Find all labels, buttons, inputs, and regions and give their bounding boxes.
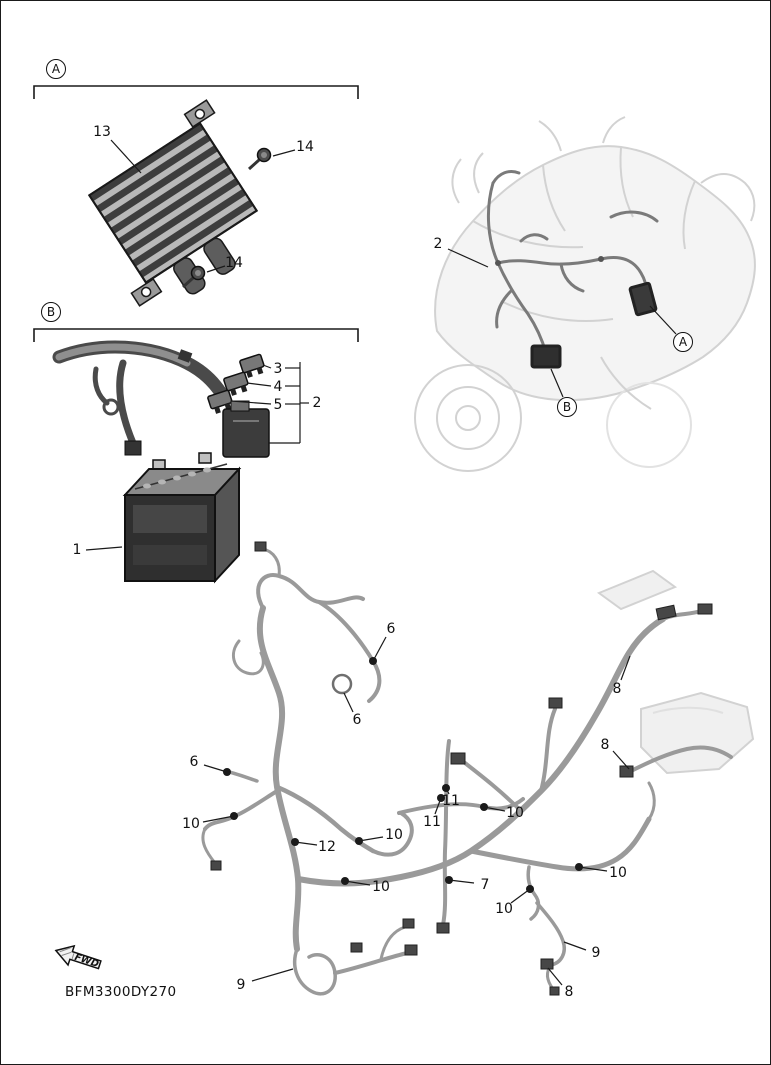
- leader-line-6: [203, 764, 228, 773]
- fuse-callout-bracket: [230, 362, 309, 444]
- fuse-illustrations: [207, 353, 265, 414]
- leader-line-13: [110, 139, 142, 174]
- clamp-mark: [442, 784, 450, 792]
- leader-line-10: [344, 880, 371, 886]
- main-wire-harness-illustration: [201, 541, 733, 996]
- clamp-mark: [291, 838, 299, 846]
- leader-line-9: [563, 941, 587, 951]
- leader-lines: [85, 139, 677, 986]
- leader-line-A: [649, 305, 677, 335]
- leader-line-2: [447, 248, 489, 268]
- leader-line-B: [550, 368, 564, 398]
- clamp-mark: [230, 812, 238, 820]
- leader-line-10: [358, 836, 384, 842]
- leader-line-9: [251, 968, 294, 982]
- clamp-mark: [369, 657, 377, 665]
- section-b-bracket: [33, 328, 359, 342]
- clamp-mark: [437, 794, 445, 802]
- section-b-harness-illustration: [52, 340, 228, 456]
- leader-line-1: [85, 546, 123, 551]
- leader-line-8: [547, 967, 563, 986]
- battery-illustration: [122, 452, 242, 584]
- component-b-illustration: [530, 344, 562, 369]
- clamp-mark: [575, 863, 583, 871]
- leader-line-8: [612, 750, 630, 770]
- fwd-label: FWD: [73, 952, 100, 970]
- leader-line-10: [578, 866, 608, 872]
- clamp-mark: [445, 876, 453, 884]
- clamp-mark: [526, 885, 534, 893]
- clamp-mark: [480, 803, 488, 811]
- bolt-icon: [181, 265, 206, 289]
- leader-line-14: [206, 265, 226, 273]
- leader-line-6: [372, 636, 387, 662]
- drawing-reference-code: BFM3300DY270: [65, 984, 177, 1000]
- harness-connectors: [210, 541, 713, 996]
- starter-relay-illustration: [222, 400, 270, 458]
- clamp-mark: [223, 768, 231, 776]
- leader-line-6: [343, 692, 354, 713]
- leader-line-14: [272, 149, 296, 157]
- ghost-detached-parts: [596, 569, 755, 775]
- component-a-illustration: [628, 281, 658, 317]
- fwd-arrow: FWD: [54, 944, 102, 970]
- clamp-mark: [341, 877, 349, 885]
- leader-line-10: [202, 815, 235, 823]
- bolt-icon: [247, 147, 272, 171]
- leader-line-7: [448, 879, 475, 884]
- section-a-bracket: [33, 85, 359, 99]
- leader-line-8: [620, 655, 631, 681]
- rectifier-assembly-illustration: [87, 99, 272, 307]
- scooter-ghost-illustration: [414, 116, 756, 472]
- clamp-mark: [355, 837, 363, 845]
- scooter-harness-illustration: [486, 169, 659, 369]
